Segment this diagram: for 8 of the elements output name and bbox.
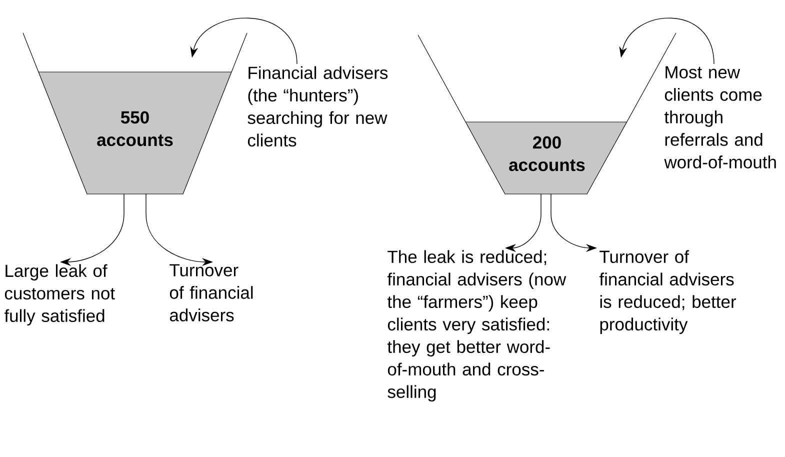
funnel: 550 accounts <box>22 32 248 194</box>
description-text: Turnover of financial advisers <box>170 264 253 322</box>
description-text: Large leak of customers not fully satisfied <box>4 264 115 326</box>
description-text: The leak is reduced; financial advisers (now the “farmers”) keep clients very satisfied: they get better word-of-mouth and cross-selling <box>387 250 566 402</box>
arrow <box>190 18 298 64</box>
description-text: Financial advisers (the “hunters”) searching for new clients <box>248 66 388 147</box>
arrow <box>619 18 714 64</box>
description-text: Turnover of financial advisers is reduced; better productivity <box>599 250 736 334</box>
